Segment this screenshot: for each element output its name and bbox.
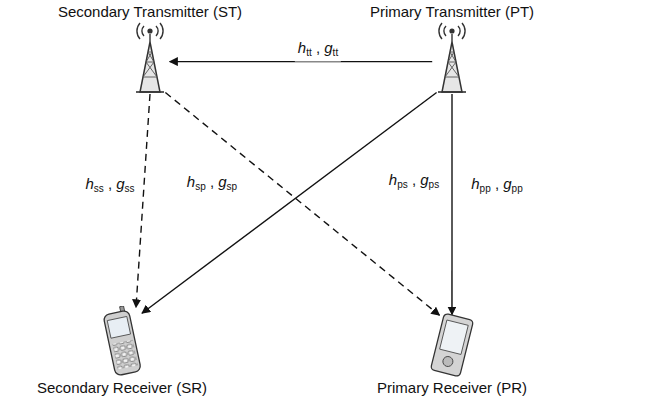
- primary-link: [451, 94, 452, 315]
- pda-device: [427, 312, 477, 378]
- receiver-node: Secondary Receiver (SR): [35, 306, 209, 398]
- node-label: Secondary Transmitter (ST): [56, 2, 244, 22]
- channel-gain-label: hss , gss: [82, 175, 137, 198]
- antenna-tower: [430, 22, 474, 94]
- channel-gain-label: hsp , gsp: [184, 173, 240, 196]
- node-label: Primary Transmitter (PT): [368, 2, 536, 22]
- channel-gain-label: htt , gtt: [295, 39, 341, 62]
- secondary-link: [136, 94, 150, 307]
- transmitter-node: Primary Transmitter (PT): [368, 2, 536, 94]
- primary-link: [142, 93, 437, 314]
- secondary-link: [165, 93, 439, 316]
- antenna-tower: [128, 22, 172, 94]
- receiver-node: Primary Receiver (PR): [375, 312, 529, 398]
- transmitter-node: Secondary Transmitter (ST): [56, 2, 244, 94]
- node-label: Secondary Receiver (SR): [35, 378, 209, 398]
- channel-gain-label: hps , gps: [386, 171, 442, 194]
- channel-gain-label: hpp , gpp: [468, 175, 525, 198]
- node-label: Primary Receiver (PR): [375, 378, 529, 398]
- mobile-phone: [97, 306, 147, 378]
